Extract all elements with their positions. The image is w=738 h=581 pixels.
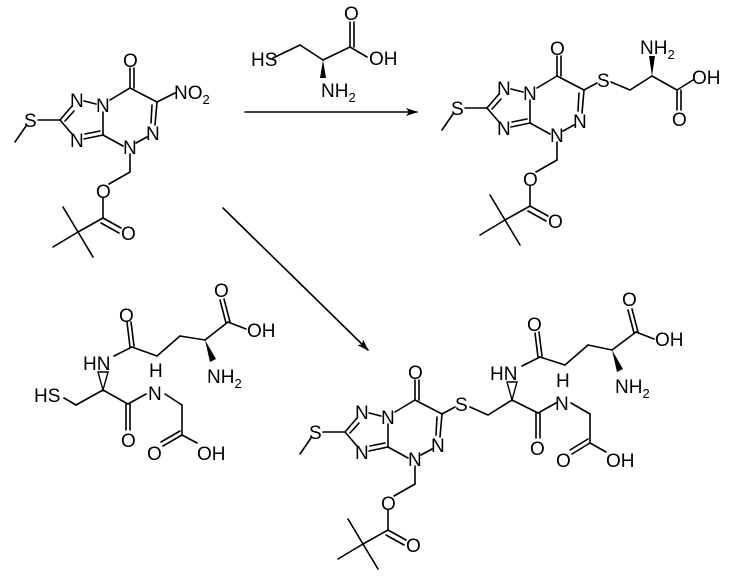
atom-s: S: [309, 423, 322, 444]
nitro-group: NO2: [174, 83, 210, 107]
starting-material-nitro-triazolotriazinone: S N N N N N O NO2 O O: [14, 51, 210, 258]
atom-s-thioether: S: [597, 71, 610, 92]
atom-o-cys: O: [530, 439, 545, 460]
atom-oh-gly: OH: [197, 444, 226, 465]
product-glutathione-adduct: S N N N N N O S O O: [299, 290, 684, 570]
atom-o: O: [214, 281, 229, 302]
atom-nh2: NH2: [615, 377, 650, 401]
atom-hs: HS: [251, 50, 277, 71]
atom-o-amide: O: [119, 306, 134, 327]
atom-n: N: [381, 408, 395, 429]
atom-s: S: [451, 99, 464, 120]
atom-oh-gly: OH: [606, 451, 635, 472]
atom-oh: OH: [369, 49, 398, 70]
atom-n: N: [497, 119, 511, 140]
atom-o-acid: O: [672, 110, 687, 131]
atom-o-ester: O: [523, 170, 538, 191]
atom-oh: OH: [692, 68, 721, 89]
atom-h: H: [556, 371, 570, 392]
atom-hn: HN: [490, 364, 517, 385]
atom-nh2: NH2: [321, 81, 356, 105]
atom-oh: OH: [655, 330, 684, 351]
atom-n: N: [123, 138, 137, 159]
atom-o-gly: O: [556, 451, 571, 472]
atom-s-thioether: S: [455, 395, 468, 416]
product-cysteine-adduct: S N N N N N O S NH2 OH O O O: [441, 38, 721, 246]
reagent-glutathione: O OH NH2 O HN HS H N O O OH: [34, 281, 276, 465]
atom-hs: HS: [34, 386, 60, 407]
atom-n: N: [550, 126, 564, 147]
atom-n: N: [497, 79, 511, 100]
atom-o-carbonyl: O: [121, 224, 136, 245]
reagent-cysteine: HS O OH NH2: [251, 4, 398, 105]
atom-n: N: [431, 436, 445, 457]
atom-n: N: [408, 450, 422, 471]
atom-n: N: [70, 91, 84, 112]
atom-o-carbonyl: O: [406, 536, 421, 557]
atom-o-keto: O: [408, 363, 423, 384]
atom-h: H: [149, 361, 163, 382]
atom-n: N: [555, 394, 569, 415]
atom-n: N: [355, 443, 369, 464]
atom-n: N: [355, 403, 369, 424]
atom-o-keto: O: [123, 51, 138, 72]
atom-oh: OH: [247, 321, 276, 342]
atom-nh2: NH2: [640, 38, 675, 62]
atom-nh2: NH2: [207, 367, 242, 391]
atom-n: N: [523, 84, 537, 105]
atom-o: O: [622, 290, 637, 311]
atom-n: N: [146, 124, 160, 145]
atom-o-cys: O: [121, 431, 136, 452]
atom-o-carbonyl: O: [548, 212, 563, 233]
atom-o-ester: O: [381, 494, 396, 515]
atom-n: N: [148, 384, 162, 405]
atom-o-amide: O: [527, 315, 542, 336]
atom-o: O: [344, 4, 359, 25]
atom-n: N: [573, 112, 587, 133]
atom-n: N: [96, 96, 110, 117]
atom-o-keto: O: [550, 39, 565, 60]
atom-hn: HN: [83, 354, 110, 375]
arrow-to-glutathione-product: [222, 207, 369, 351]
atom-n: N: [70, 131, 84, 152]
atom-o-ester: O: [96, 182, 111, 203]
atom-s: S: [24, 111, 37, 132]
atom-o-gly: O: [147, 444, 162, 465]
